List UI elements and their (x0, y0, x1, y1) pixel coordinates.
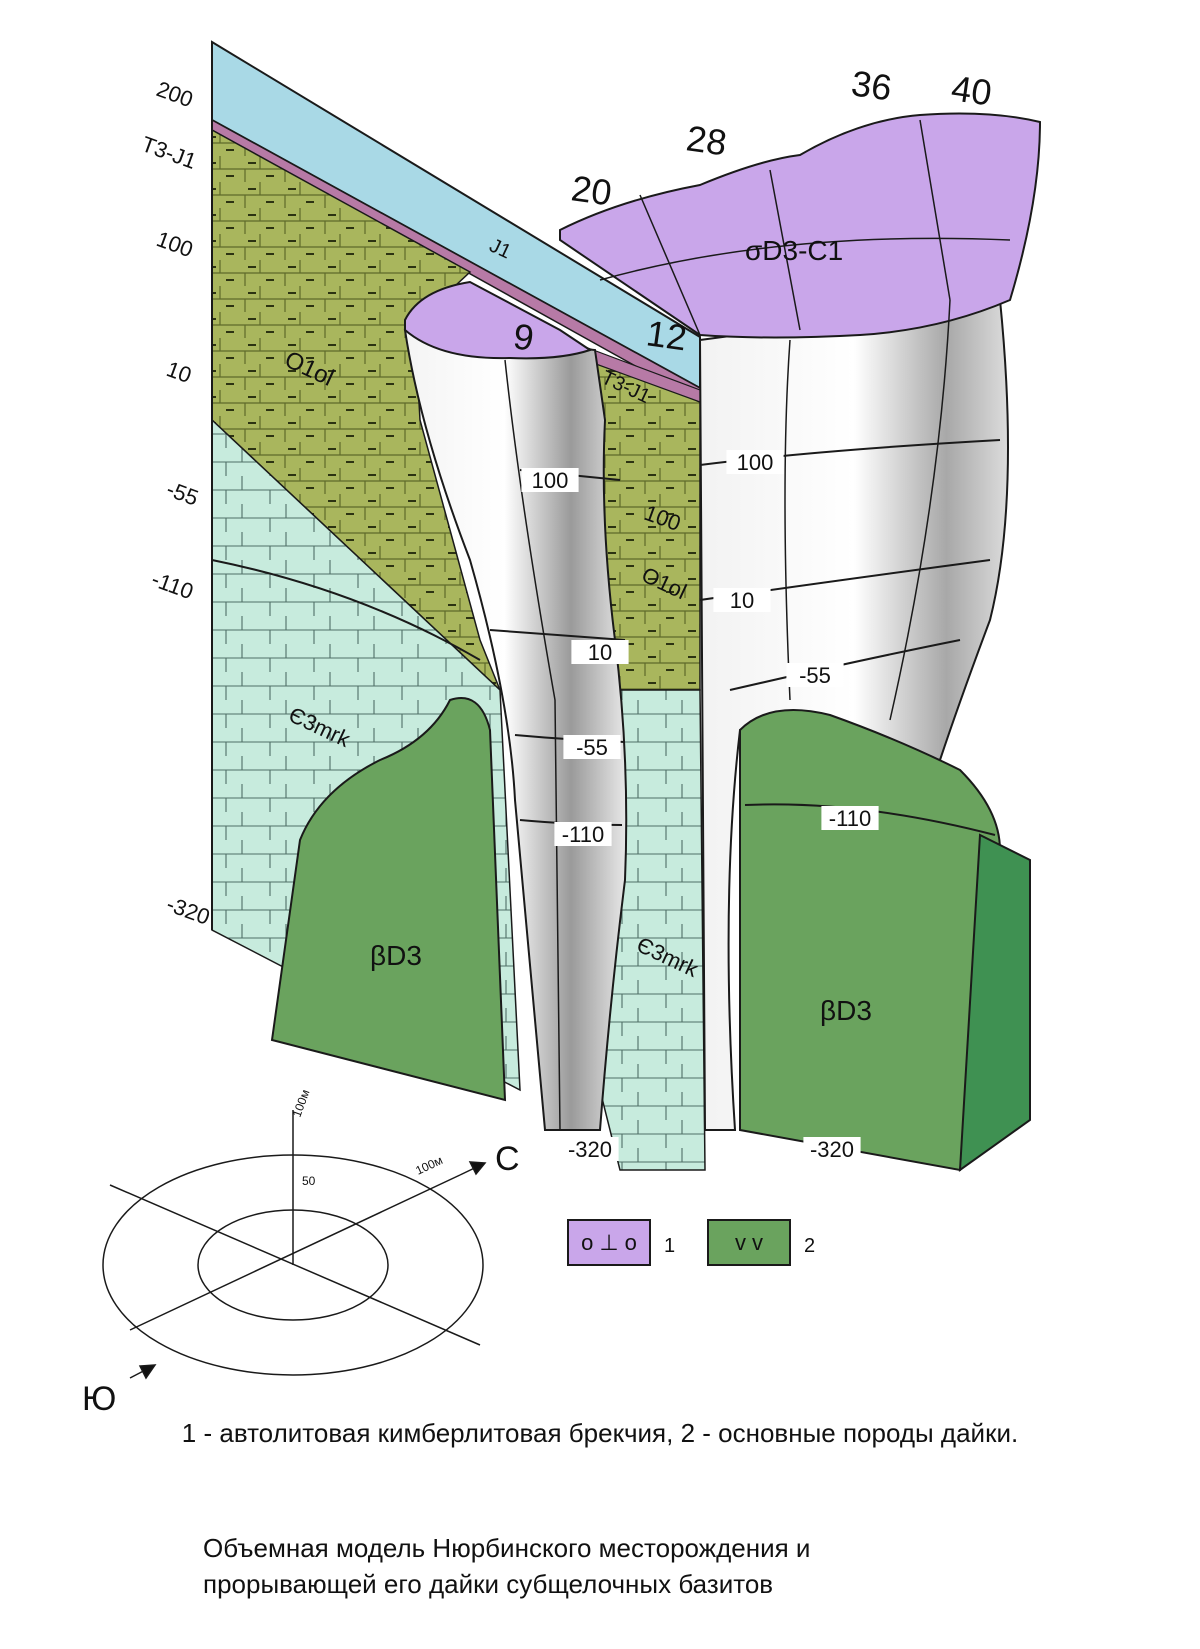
large-kimberlite-pipe (559, 112, 1042, 1131)
pipe-contour-label: -55 (576, 735, 608, 760)
legend-swatch-dyke (707, 1219, 791, 1266)
profile-number: 28 (684, 117, 729, 163)
compass-scale-50: 50 (302, 1174, 316, 1188)
legend-symbol-kimberlite: o ⊥ o (581, 1230, 637, 1255)
depth-scale-label: 100 (153, 226, 196, 262)
unit-label-bd3-right: βD3 (820, 995, 872, 1026)
geological-3d-model: 20010010-55-110-320T3-J1J1T3-J1O1olO1olЄ… (82, 40, 1042, 1418)
profile-number: 36 (849, 62, 894, 108)
unit-label-t3j1: T3-J1 (138, 131, 199, 174)
depth-scale-label: -320 (163, 891, 213, 930)
depth-scale-label: -55 (163, 476, 201, 510)
figure-title-line2: прорывающей его дайки субщелочных базито… (203, 1569, 774, 1599)
legend (567, 1219, 791, 1266)
unit-label-bd3-left: βD3 (370, 940, 422, 971)
pipe-contour-label: -320 (810, 1137, 854, 1162)
legend-swatch-kimberlite (567, 1219, 651, 1266)
legend-number-2: 2 (804, 1235, 815, 1257)
profile-number: 12 (644, 312, 689, 358)
pipe-contour-label: 10 (588, 640, 612, 665)
pipe-contour-label: 100 (737, 450, 774, 475)
legend-caption: 1 - автолитовая кимберлитовая брекчия, 2… (181, 1418, 1019, 1448)
compass-north-label: С (495, 1140, 520, 1178)
figure-title-line1: Объемная модель Нюрбинского месторождени… (203, 1533, 811, 1563)
legend-symbol-dyke: v v (735, 1230, 763, 1255)
compass-south-label: Ю (82, 1380, 116, 1418)
pipe-contour-label: 10 (730, 588, 754, 613)
pipe-contour-label: -320 (568, 1137, 612, 1162)
depth-scale-label: -110 (148, 566, 196, 604)
depth-scale-label: 200 (153, 76, 196, 112)
pipe-contour-label: -110 (562, 822, 604, 847)
depth-scale-label: 10 (163, 356, 195, 388)
compass-scale-100-vertical: 100м (290, 1088, 313, 1119)
orientation-compass (102, 1110, 487, 1380)
pipe-contour-label: -110 (829, 806, 871, 831)
legend-number-1: 1 (664, 1235, 675, 1257)
profile-number: 40 (949, 67, 994, 113)
pipe-contour-label: 100 (532, 468, 569, 493)
figure-title: Объемная модель Нюрбинского месторождени… (203, 1530, 1103, 1602)
unit-label-sd3c1: σD3-C1 (745, 235, 843, 266)
left-section-plane (211, 40, 701, 1092)
dyke-bodies (270, 697, 1031, 1173)
compass-scale-100: 100м (413, 1153, 445, 1178)
pipe-contour-label: -55 (799, 663, 831, 688)
profile-number: 20 (569, 167, 614, 213)
